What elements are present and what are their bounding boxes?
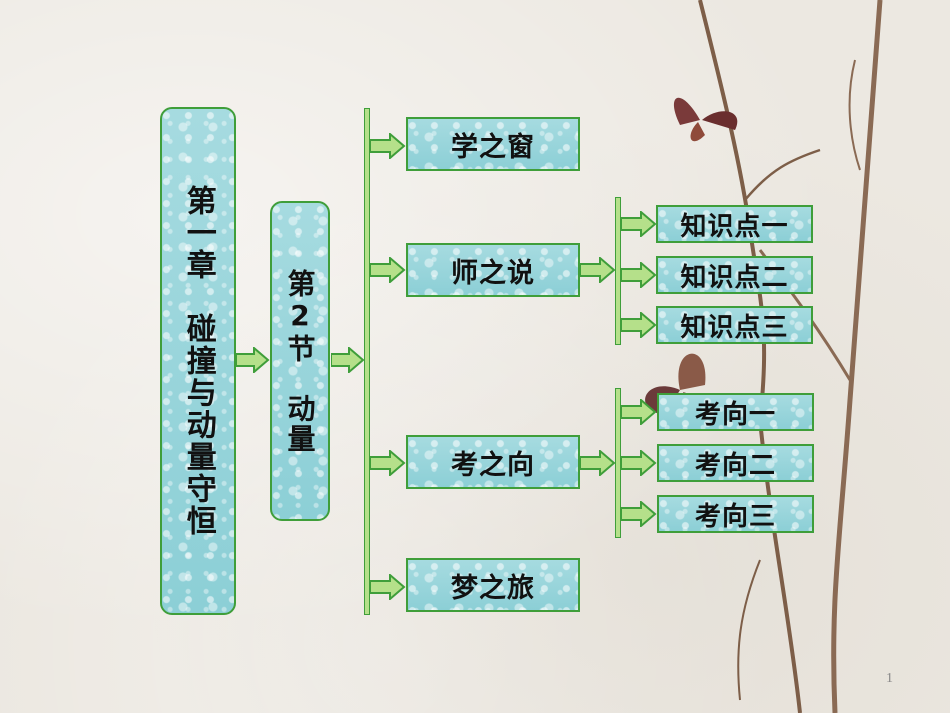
arrow-right-icon: [580, 257, 616, 283]
arrow-right-icon: [621, 211, 657, 237]
arrow-right-icon: [621, 262, 657, 288]
arrow-right-icon: [621, 501, 657, 527]
arrow-right-icon: [331, 347, 365, 373]
knowledge-point-3[interactable]: 知识点三: [656, 306, 813, 344]
chapter-title-box: 第一章 碰撞与动量守恒: [160, 107, 236, 615]
exam-direction-1[interactable]: 考向一: [657, 393, 814, 431]
knowledge-point-2[interactable]: 知识点二: [656, 256, 813, 294]
arrow-right-icon: [621, 312, 657, 338]
arrow-right-icon: [580, 450, 616, 476]
trunk-line: [364, 108, 370, 615]
knowledge-point-1[interactable]: 知识点一: [656, 205, 813, 243]
arrow-right-icon: [236, 347, 270, 373]
section-title-box: 第2节 动量: [270, 201, 330, 521]
arrow-right-icon: [621, 399, 657, 425]
arrow-right-icon: [621, 450, 657, 476]
exam-direction-3[interactable]: 考向三: [657, 495, 814, 533]
node-exam[interactable]: 考之向: [406, 435, 580, 489]
exam-direction-2[interactable]: 考向二: [657, 444, 814, 482]
arrow-right-icon: [370, 574, 406, 600]
arrow-right-icon: [370, 133, 406, 159]
arrow-right-icon: [370, 257, 406, 283]
arrow-right-icon: [370, 450, 406, 476]
butterfly-icon: [673, 97, 738, 142]
page-number: 1: [886, 671, 893, 686]
node-dream[interactable]: 梦之旅: [406, 558, 580, 612]
node-teacher[interactable]: 师之说: [406, 243, 580, 297]
node-window[interactable]: 学之窗: [406, 117, 580, 171]
